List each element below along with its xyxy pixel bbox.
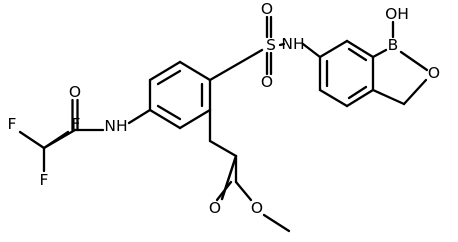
ring2-bond [318,88,349,108]
ring2-inner-bond [347,85,368,100]
atom-S: S [266,36,276,54]
ring1-bond [178,108,212,130]
ring2-bond [345,88,375,108]
atom-O-ester-carbonyl: O [209,199,221,217]
ring1-bond [148,108,182,130]
bond-ring-s [208,48,264,82]
bond-ch2-c [208,139,238,158]
atom-O-sulfonyl-bottom: O [261,73,273,91]
bond-cf3-carbonyl [42,128,77,150]
ring1-bond [178,60,212,82]
atom-OH: OH [385,5,409,23]
atom-B: B [388,36,399,54]
bond-ring-b [371,48,388,59]
atom-O-ester: O [251,199,263,217]
bond-ch2-ring [371,88,406,106]
atom-NH-sulfonamide: NH [281,35,304,53]
ring1-inner-bond [156,69,182,86]
atom-F3: F [40,171,49,189]
ring1-inner-bond [156,104,182,121]
atom-O-ring: O [428,64,440,82]
atom-NH-amide: NH [104,117,127,135]
ring2-bond [345,39,375,59]
bond-o-ch2 [402,78,428,106]
bond-o-methyl [262,213,291,233]
atom-F1: F [8,115,17,133]
bond-b-o-ring [399,50,429,72]
atom-O-sulfonyl-top: O [261,0,273,18]
bond-s-nh [278,42,286,47]
bond-c-f1 [18,130,46,150]
bond-nh-ring2 [301,42,322,59]
atom-F2: F [72,115,81,133]
bonds [18,15,429,233]
bond-ester-c-o [215,180,233,202]
atom-O-amide: O [69,83,81,101]
bond-ester-c-o-single [234,180,253,202]
ring1-bond [148,60,182,82]
ring2-bond [318,39,349,59]
bond-nh-ring [127,108,152,125]
ring2-inner-bond [347,47,368,62]
